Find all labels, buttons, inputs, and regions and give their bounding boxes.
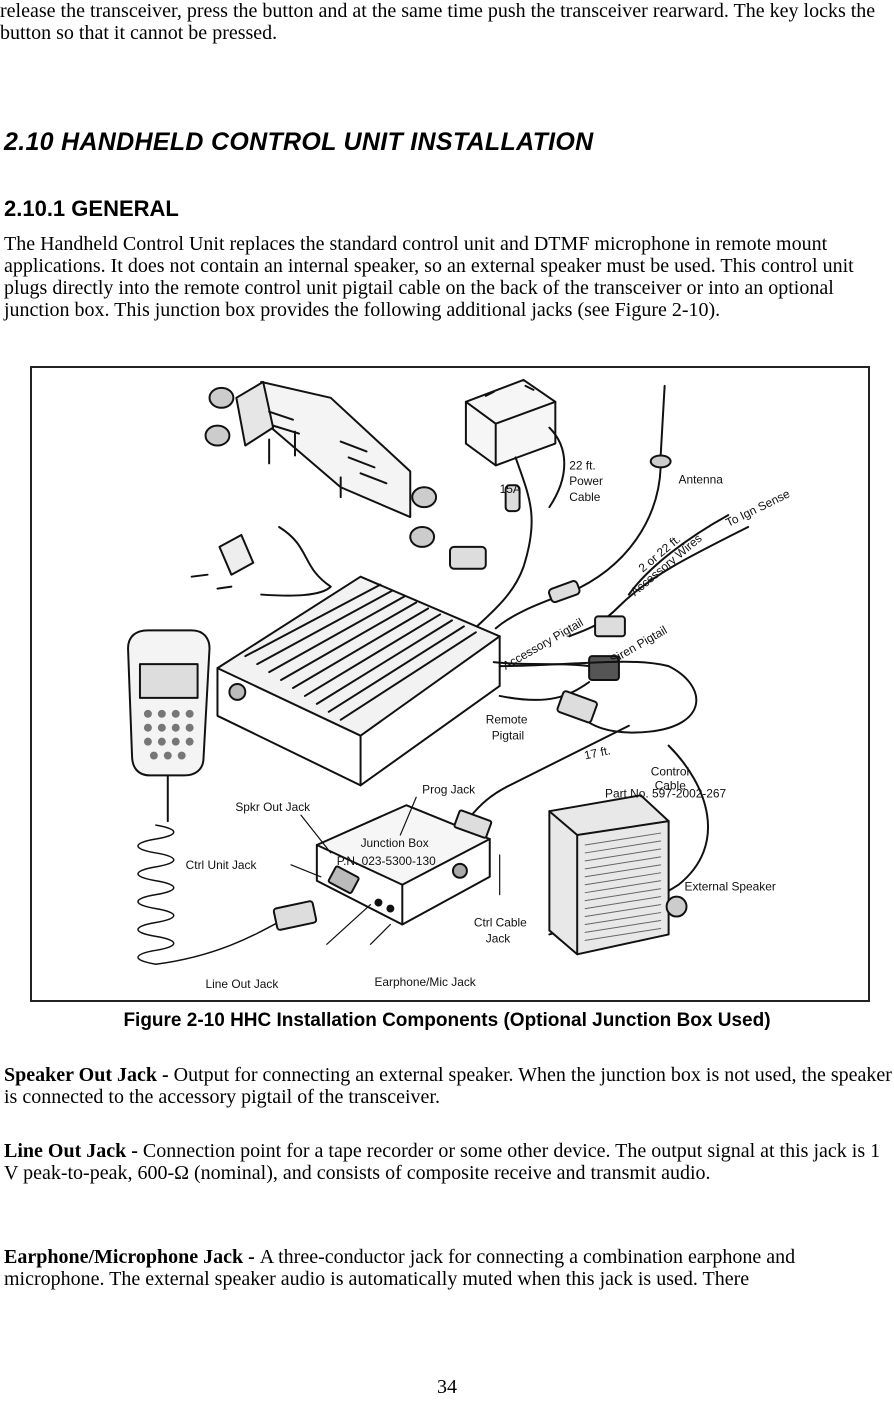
junction-box (315, 804, 491, 926)
label-junction-box: Junction Box (361, 836, 429, 850)
line-out-term: Line Out Jack - (4, 1140, 143, 1162)
remote-pigtail (498, 660, 698, 734)
control-cable (468, 724, 630, 819)
label-control-cable-length: 17 ft. (583, 743, 612, 762)
label-spkr-out-jack: Spkr Out Jack (235, 800, 310, 814)
label-line-out-jack: Line Out Jack (206, 977, 279, 991)
speaker-out-entry: Speaker Out Jack - Output for connecting… (4, 1064, 892, 1108)
earphone-entry: Earphone/Microphone Jack - A three-condu… (4, 1246, 892, 1290)
label-power-cable-length: 22 ft. (569, 458, 595, 472)
label-remote-pigtail-a: Remote (486, 713, 528, 727)
label-power-cable-a: Power (569, 474, 603, 488)
earphone-term: Earphone/Microphone Jack - (4, 1246, 260, 1268)
label-power-cable-b: Cable (569, 490, 600, 504)
installation-figure: 22 ft. Power Cable 15A Antenna To Ign Se… (30, 366, 870, 1002)
label-fuse: 15A (500, 482, 521, 496)
installation-diagram: 22 ft. Power Cable 15A Antenna To Ign Se… (127, 378, 792, 991)
line-out-text: Connection point for a tape recorder or … (4, 1140, 881, 1184)
line-out-entry: Line Out Jack - Connection point for a t… (4, 1140, 892, 1184)
accessory-wires (568, 526, 750, 638)
handheld-control-unit (127, 629, 211, 823)
label-ign-sense: To Ign Sense (723, 486, 792, 529)
earphone-text: A three-conductor jack for connecting a … (4, 1246, 796, 1290)
general-paragraph: The Handheld Control Unit replaces the s… (4, 233, 854, 321)
section-heading: 2.10 HANDHELD CONTROL UNIT INSTALLATION (4, 128, 594, 156)
page-number: 34 (437, 1376, 457, 1398)
label-control-cable-a: Control (651, 764, 689, 778)
battery (464, 378, 557, 467)
intro-paragraph: release the transceiver, press the butto… (0, 0, 876, 44)
label-antenna: Antenna (679, 472, 724, 486)
subsection-heading: 2.10.1 GENERAL (4, 196, 179, 221)
label-remote-pigtail-b: Pigtail (492, 729, 524, 743)
figure-caption: Figure 2-10 HHC Installation Components … (123, 1010, 771, 1031)
label-part-no: Part No. 597-2002-267 (605, 786, 727, 800)
label-earphone-mic-jack: Earphone/Mic Jack (374, 975, 475, 989)
mounting-bracket (204, 380, 438, 548)
label-prog-jack: Prog Jack (422, 782, 475, 796)
label-ctrl-unit-jack: Ctrl Unit Jack (186, 858, 257, 872)
speaker-out-term: Speaker Out Jack - (4, 1064, 174, 1086)
label-external-speaker: External Speaker (685, 880, 776, 894)
transceiver (216, 575, 501, 787)
external-speaker (548, 794, 688, 956)
label-junction-box-pn: P.N. 023-5300-130 (337, 854, 436, 868)
label-ctrl-cable-jack-a: Ctrl Cable (474, 915, 527, 929)
label-ctrl-cable-jack-b: Jack (486, 931, 511, 945)
label-control-cable-b: Cable (655, 778, 686, 792)
fuse-holder (504, 484, 521, 513)
speaker-out-text: Output for connecting an external speake… (4, 1064, 892, 1108)
coiled-cord (137, 824, 298, 965)
antenna (494, 384, 672, 630)
